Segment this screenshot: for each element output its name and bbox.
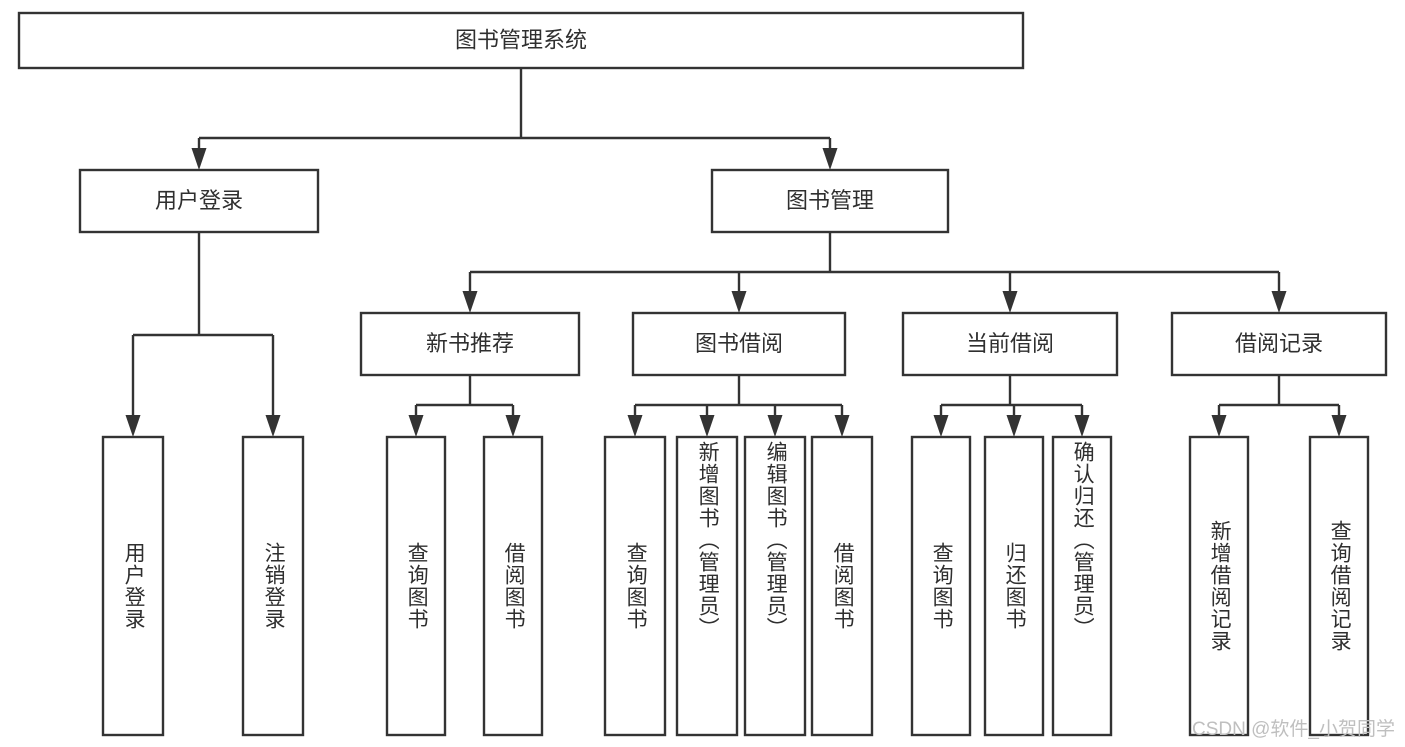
node-leaf-0[interactable] [101, 435, 165, 737]
arrow-head-icon [822, 148, 838, 170]
node-leaf-8[interactable] [910, 435, 972, 737]
node-leaf-9[interactable] [983, 435, 1045, 737]
arrow-head-icon [1331, 415, 1347, 437]
node-leaf-3[interactable] [482, 435, 544, 737]
watermark: CSDN @软件_小贺同学 [1192, 719, 1395, 740]
node-root-system[interactable] [17, 11, 1025, 70]
node-level3-1[interactable] [631, 311, 847, 377]
arrow-head-icon [731, 291, 747, 313]
arrow-head-icon [767, 415, 783, 437]
arrow-head-icon [408, 415, 424, 437]
node-leaf-11[interactable] [1188, 435, 1250, 737]
arrow-head-icon [462, 291, 478, 313]
node-label: 用户登录 [155, 188, 243, 213]
arrow-head-icon [699, 415, 715, 437]
arrow-head-icon [1211, 415, 1227, 437]
arrow-head-icon [125, 415, 141, 437]
node-level3-2[interactable] [901, 311, 1119, 377]
arrow-head-icon [1002, 291, 1018, 313]
node-leaf-1[interactable] [241, 435, 305, 737]
arrow-head-icon [265, 415, 281, 437]
node-leaf-7[interactable] [810, 435, 874, 737]
node-leaf-6[interactable] [743, 435, 807, 737]
node-leaf-2[interactable] [385, 435, 447, 737]
arrow-head-icon [1271, 291, 1287, 313]
node-label: 图书管理 [786, 188, 874, 213]
arrow-head-icon [1074, 415, 1090, 437]
arrow-head-icon [191, 148, 207, 170]
node-label: 借阅记录 [1235, 331, 1323, 356]
node-leaf-10[interactable] [1051, 435, 1113, 737]
node-label: 图书管理系统 [455, 27, 587, 52]
node-label: 新书推荐 [426, 331, 514, 356]
arrow-head-icon [627, 415, 643, 437]
connectors-layer [125, 68, 1347, 437]
node-label: 当前借阅 [966, 331, 1054, 356]
arrow-head-icon [505, 415, 521, 437]
boxes-layer [17, 11, 1388, 737]
node-leaf-5[interactable] [675, 435, 739, 737]
node-leaf-4[interactable] [603, 435, 667, 737]
node-level3-0[interactable] [359, 311, 581, 377]
node-label: 图书借阅 [695, 331, 783, 356]
arrow-head-icon [834, 415, 850, 437]
node-leaf-12[interactable] [1308, 435, 1370, 737]
arrow-head-icon [933, 415, 949, 437]
node-level3-3[interactable] [1170, 311, 1388, 377]
node-level2-0[interactable] [78, 168, 320, 234]
arrow-head-icon [1006, 415, 1022, 437]
node-level2-1[interactable] [710, 168, 950, 234]
